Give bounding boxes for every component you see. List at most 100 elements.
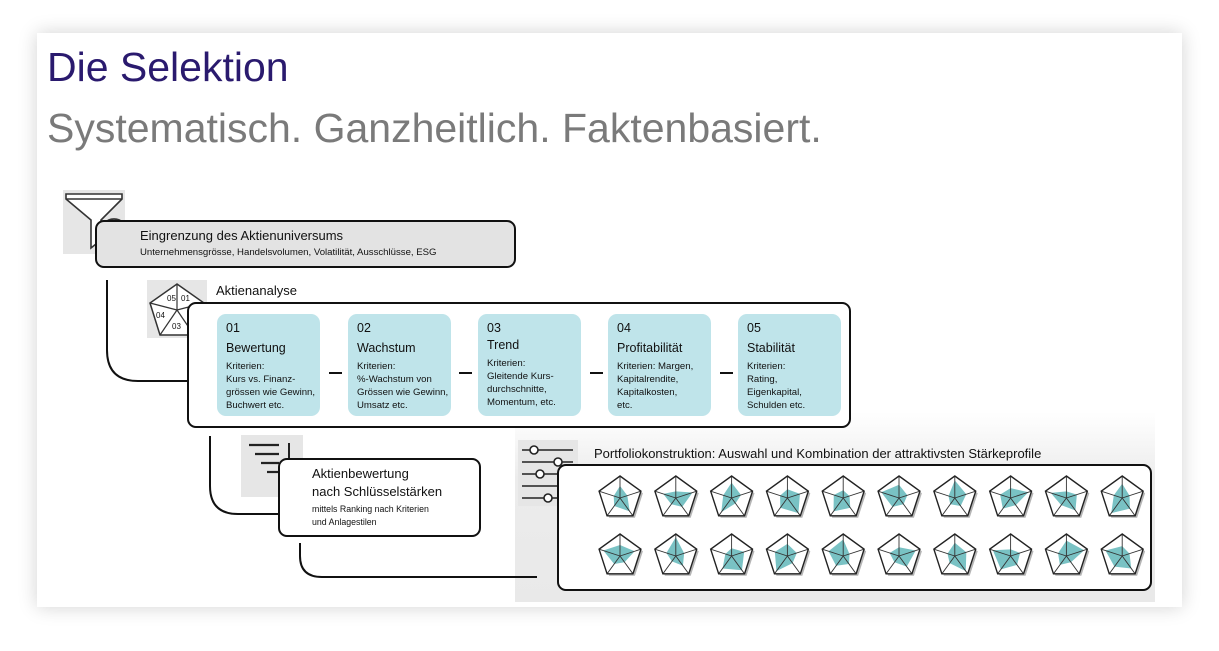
profile-spoke xyxy=(675,490,697,499)
ranking-heading-line2: nach Schlüsselstärken xyxy=(312,484,443,499)
profile-spoke xyxy=(718,555,732,575)
profile-spoke xyxy=(787,555,801,575)
step-criteria: Kriterien: Gleitende Kurs- durchschnitte… xyxy=(487,358,556,408)
strength-profile-pentagon xyxy=(1100,533,1146,576)
step-number: 03 xyxy=(487,321,501,335)
step-number: 02 xyxy=(357,321,371,335)
step-connector xyxy=(720,372,733,374)
slide-subtitle: Systematisch. Ganzheitlich. Faktenbasier… xyxy=(47,105,822,151)
profile-border xyxy=(654,533,698,575)
ranking-detail-line2: und Anlagestilen xyxy=(312,517,377,527)
profile-border xyxy=(765,533,810,575)
profile-spoke xyxy=(619,497,634,517)
profile-spoke xyxy=(1122,548,1144,557)
profile-spoke xyxy=(1121,497,1136,517)
step-connector xyxy=(459,372,472,374)
profile-spoke xyxy=(898,497,913,517)
step-number: 04 xyxy=(617,321,631,335)
analysis-step: 05 Stabilität Kriterien: Rating, Eigenka… xyxy=(738,314,841,416)
profile-spoke xyxy=(718,497,732,517)
profile-area xyxy=(1105,546,1132,569)
profile-area xyxy=(1111,483,1130,514)
profile-spoke xyxy=(731,548,753,557)
strength-profile-pentagon xyxy=(988,533,1034,576)
strength-profile-pentagon xyxy=(709,533,755,576)
profile-spoke xyxy=(1121,555,1136,575)
profile-spoke xyxy=(787,497,801,517)
pentagon-label: 04 xyxy=(156,311,165,320)
profile-spoke xyxy=(710,490,732,499)
profile-spoke xyxy=(774,555,788,575)
profile-spoke xyxy=(997,497,1011,517)
profile-spoke xyxy=(731,490,753,499)
profile-spoke xyxy=(787,548,809,557)
slide-title: Die Selektion xyxy=(47,44,289,90)
profile-spoke xyxy=(898,555,913,575)
profile-border xyxy=(877,475,921,517)
universe-filter-detail: Unternehmensgrösse, Handelsvolumen, Vola… xyxy=(140,247,437,258)
profile-border xyxy=(598,475,642,517)
profile-spoke xyxy=(933,548,955,557)
strength-profile-pentagon xyxy=(654,475,699,518)
profile-spoke xyxy=(885,497,900,517)
step-criteria: Kriterien: Margen, Kapitalrendite, Kapit… xyxy=(617,361,694,411)
strength-profile-pentagon xyxy=(598,533,643,576)
ranking-box xyxy=(278,458,481,537)
profile-spoke xyxy=(822,490,844,499)
profile-spoke xyxy=(1108,497,1123,517)
profile-spoke xyxy=(822,548,844,557)
profile-border xyxy=(988,475,1033,517)
profile-border xyxy=(821,533,865,575)
profile-border xyxy=(933,475,977,517)
profile-spoke xyxy=(619,555,634,575)
pentagon-label: 03 xyxy=(172,322,181,331)
strength-profile-pentagon xyxy=(1100,475,1146,518)
profile-spoke xyxy=(989,548,1011,557)
profile-spoke xyxy=(877,548,900,557)
profile-spoke xyxy=(1101,490,1123,499)
profile-spoke xyxy=(606,555,621,575)
strength-profile-pentagon xyxy=(1044,533,1090,576)
analysis-step: 01 Bewertung Kriterien: Kurs vs. Finanz-… xyxy=(217,314,320,416)
universe-filter-box xyxy=(95,220,516,268)
profile-spoke xyxy=(954,490,976,499)
strength-profile-pentagon xyxy=(765,533,811,576)
profile-spoke xyxy=(843,548,865,557)
profile-spoke xyxy=(1108,555,1123,575)
profile-spoke xyxy=(654,490,676,499)
profile-area xyxy=(947,542,967,572)
profile-spoke xyxy=(675,497,690,517)
profile-spoke xyxy=(1010,490,1032,499)
step-name: Stabilität xyxy=(747,341,795,355)
profile-border xyxy=(709,533,754,575)
profile-spoke xyxy=(1010,497,1024,517)
profile-spoke xyxy=(829,555,844,575)
profile-area xyxy=(1000,488,1029,509)
profile-border xyxy=(654,475,698,517)
analysis-heading: Aktienanalyse xyxy=(216,283,297,298)
step-connector xyxy=(329,372,342,374)
step-name: Trend xyxy=(487,338,520,352)
profile-spoke xyxy=(766,490,788,499)
profile-spoke xyxy=(787,490,809,499)
profile-spoke xyxy=(598,490,621,499)
profile-area xyxy=(889,547,916,567)
profile-spoke xyxy=(654,548,676,557)
profile-border xyxy=(709,475,754,517)
profile-spoke xyxy=(662,555,677,575)
strength-profile-pentagon xyxy=(654,533,699,576)
profile-spoke xyxy=(1053,497,1067,517)
ranking-heading-line1: Aktienbewertung xyxy=(312,466,409,481)
profile-spoke xyxy=(941,555,956,575)
profile-spoke xyxy=(1010,555,1024,575)
profile-spoke xyxy=(731,497,745,517)
strength-profile-pentagon xyxy=(598,475,643,518)
profile-spoke xyxy=(675,548,697,557)
strength-profile-pentagon xyxy=(765,475,811,518)
step-criteria: Kriterien: Rating, Eigenkapital, Schulde… xyxy=(747,361,806,411)
analysis-step: 02 Wachstum Kriterien: %-Wachstum von Gr… xyxy=(348,314,451,416)
strength-profile-pentagon xyxy=(877,533,922,576)
profile-spoke xyxy=(1066,555,1080,575)
